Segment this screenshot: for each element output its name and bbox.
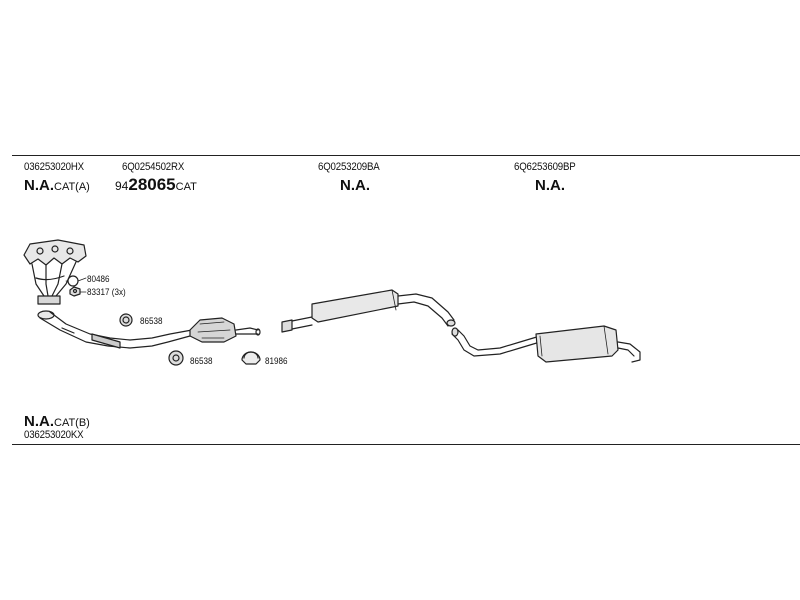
- cat-b-label: CAT(B): [54, 417, 90, 429]
- clamp-upper-callout: 86538: [140, 316, 163, 326]
- clamp-lower-icon: [168, 350, 184, 366]
- cat-number: 28065: [128, 175, 176, 194]
- na-label: N.A.: [24, 177, 54, 194]
- clamp-upper-icon: [119, 313, 133, 327]
- nut-callout: 83317 (3x): [87, 287, 126, 297]
- cat-prefix: 94: [115, 179, 129, 193]
- front-pipe-icon: [37, 310, 193, 349]
- rear-silencer-icon: [535, 325, 641, 363]
- bottom-rule: [12, 444, 800, 445]
- footer-part-number: 036253020KX: [24, 429, 84, 441]
- part-number-middle-silencer: 6Q0253209BA: [318, 161, 380, 173]
- footer-availability: N.A.CAT(B): [24, 414, 90, 430]
- footer-na-label: N.A.: [24, 413, 54, 430]
- rear-silencer-availability: N.A.: [535, 177, 565, 194]
- middle-silencer-icon: [281, 289, 456, 333]
- part-number-catalyst: 6Q0254502RX: [122, 161, 185, 173]
- part-number-manifold: 036253020HX: [24, 161, 84, 173]
- rear-pipe-icon: [451, 327, 541, 357]
- gasket-callout: 80486: [87, 274, 110, 284]
- manifold-availability: N.A.CAT(A): [24, 178, 90, 194]
- cat-a-label: CAT(A): [54, 181, 90, 193]
- top-rule: [12, 155, 800, 156]
- part-number-rear-silencer: 6Q6253609BP: [514, 161, 576, 173]
- clamp-right-icon: [241, 351, 261, 365]
- gasket-icon: [65, 275, 87, 287]
- catalyst-number: 9428065CAT: [115, 176, 197, 194]
- manifold-icon: [23, 239, 87, 305]
- catalytic-converter-icon: [189, 317, 261, 343]
- middle-silencer-availability: N.A.: [340, 177, 370, 194]
- clamp-right-callout: 81986: [265, 356, 288, 366]
- nut-icon: [69, 286, 87, 297]
- clamp-lower-callout: 86538: [190, 356, 213, 366]
- cat-suffix: CAT: [175, 181, 197, 193]
